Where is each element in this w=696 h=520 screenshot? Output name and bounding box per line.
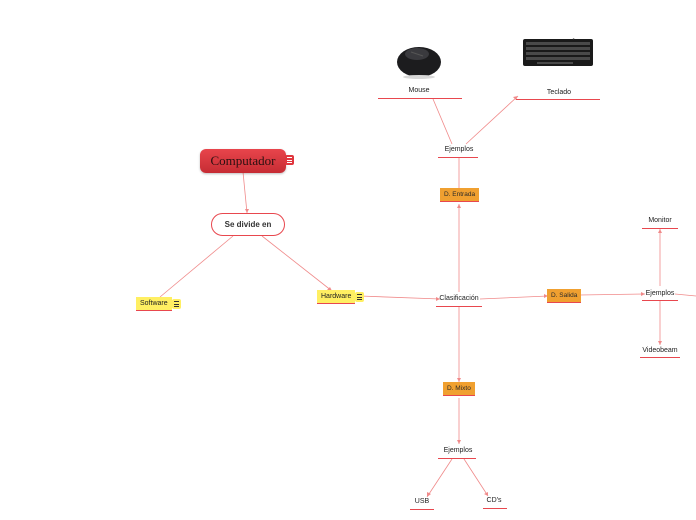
menu-icon[interactable]	[355, 292, 364, 302]
menu-icon[interactable]	[172, 299, 181, 309]
topic-cds[interactable]: CD's	[486, 497, 502, 504]
topic-monitor[interactable]: Monitor	[648, 217, 672, 224]
topic-underline	[516, 99, 600, 100]
menu-icon[interactable]	[285, 155, 294, 165]
mouse-image	[397, 47, 441, 79]
topic-mouse[interactable]: Mouse	[408, 87, 430, 94]
topic-teclado[interactable]: Teclado	[546, 89, 572, 96]
topic-software[interactable]: Software	[136, 297, 172, 311]
topic-d-entrada[interactable]: D. Entrada	[440, 188, 480, 202]
keyboard-image	[523, 38, 593, 66]
topic-underline	[642, 228, 678, 229]
topic-ejemplos-entrada[interactable]: Ejemplos	[444, 146, 474, 153]
root-topic-computador[interactable]: Computador	[200, 149, 286, 173]
topic-ejemplos-salida[interactable]: Ejemplos	[645, 290, 675, 297]
topic-underline	[438, 458, 476, 459]
topic-d-salida[interactable]: D. Salida	[547, 289, 582, 303]
topic-underline	[483, 508, 507, 509]
topic-clasificacion[interactable]: Clasificación	[439, 295, 479, 302]
topic-d-mixto[interactable]: D. Mixto	[443, 382, 475, 396]
topic-se-divide-en[interactable]: Se divide en	[211, 213, 285, 236]
topic-hardware[interactable]: Hardware	[317, 290, 356, 304]
topic-underline	[438, 157, 478, 158]
topic-underline	[378, 98, 462, 99]
topic-usb[interactable]: USB	[414, 498, 430, 505]
topic-videobeam[interactable]: Videobeam	[642, 347, 678, 354]
topic-ejemplos-mixto[interactable]: Ejemplos	[443, 447, 473, 454]
topic-underline	[640, 357, 680, 358]
topic-underline	[410, 509, 434, 510]
topic-underline	[436, 306, 482, 307]
topic-underline	[642, 300, 678, 301]
